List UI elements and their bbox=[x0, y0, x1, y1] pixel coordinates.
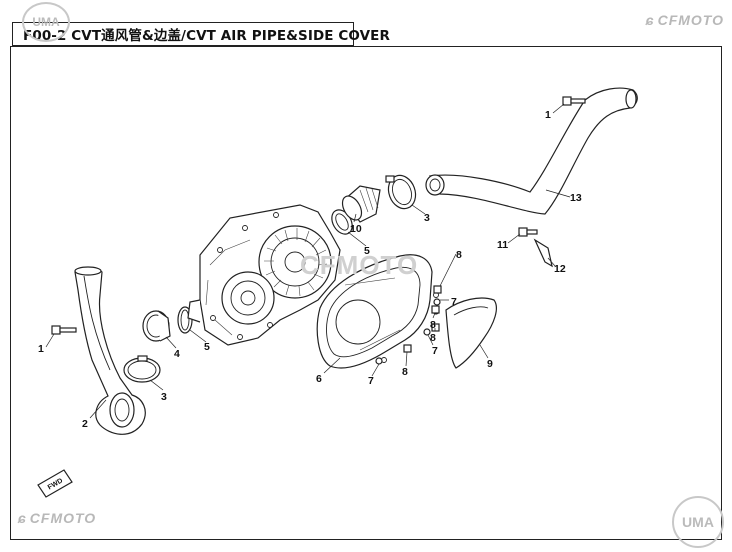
callout-10: 10 bbox=[350, 223, 362, 235]
callout-4: 4 bbox=[174, 348, 180, 360]
brand-watermark-center: CFMOTO bbox=[300, 250, 418, 281]
leader-lines bbox=[45, 103, 571, 419]
fwd-arrow-icon: FWD bbox=[37, 469, 73, 498]
callout-labels: 1 2 3 4 5 1 3 5 10 6 7 8 8 7 8 7 8 9 11 … bbox=[38, 109, 582, 430]
callout-13: 13 bbox=[570, 192, 582, 204]
callout-8-c: 8 bbox=[430, 332, 436, 344]
brand-logo-top: ɕ CFMOTO bbox=[646, 12, 724, 28]
part-cvt-housing bbox=[187, 204, 341, 346]
callout-7-a: 7 bbox=[451, 296, 457, 308]
callout-3-left: 3 bbox=[161, 391, 167, 403]
callout-7-c: 7 bbox=[368, 375, 374, 387]
callout-9: 9 bbox=[487, 358, 493, 370]
uma-logo-text-bottom: UMA bbox=[682, 514, 714, 530]
callout-11: 11 bbox=[497, 239, 508, 251]
callout-8-b: 8 bbox=[430, 319, 436, 331]
part-clamp-upper bbox=[385, 174, 417, 210]
brand-logo-text: CFMOTO bbox=[657, 12, 724, 28]
part-bolt-upper bbox=[562, 96, 586, 106]
brand-logo-text-bottom: CFMOTO bbox=[29, 510, 97, 526]
part-boot-left bbox=[142, 310, 171, 342]
brand-logo-bottom: ɕ CFMOTO bbox=[18, 510, 96, 526]
brand-swirl-icon-bottom: ɕ bbox=[18, 510, 27, 526]
part-bolt-11 bbox=[518, 227, 538, 237]
callout-8-d: 8 bbox=[402, 366, 408, 378]
uma-logo-text: UMA bbox=[32, 15, 60, 29]
callout-1-left: 1 bbox=[38, 343, 44, 355]
callout-12: 12 bbox=[554, 263, 566, 275]
callout-2: 2 bbox=[82, 418, 88, 430]
part-cover-plate bbox=[445, 297, 497, 369]
part-drain-valve bbox=[533, 238, 553, 268]
part-boot-upper bbox=[341, 185, 381, 223]
part-bolt-left bbox=[51, 325, 77, 335]
part-fasteners bbox=[375, 285, 442, 365]
callout-5-left: 5 bbox=[204, 341, 210, 353]
brand-watermark-text: CFMOTO bbox=[300, 250, 419, 280]
part-side-cover bbox=[316, 254, 439, 369]
part-air-pipe-upper bbox=[425, 87, 638, 215]
diagram-title: F00-2 CVT通风管&边盖/CVT AIR PIPE&SIDE COVER bbox=[23, 28, 390, 44]
brand-swirl-icon: ɕ bbox=[645, 12, 655, 28]
part-clamp-left bbox=[123, 355, 161, 383]
callout-8-a: 8 bbox=[456, 249, 462, 261]
callout-5-upper: 5 bbox=[364, 245, 370, 257]
callout-6: 6 bbox=[316, 373, 322, 385]
callout-7-b: 7 bbox=[432, 345, 438, 357]
title-box: F00-2 CVT通风管&边盖/CVT AIR PIPE&SIDE COVER bbox=[12, 22, 390, 46]
uma-logo-top: UMA bbox=[22, 2, 70, 42]
callout-3-upper: 3 bbox=[424, 212, 430, 224]
callout-1-upper: 1 bbox=[545, 109, 551, 121]
uma-logo-bottom: UMA bbox=[672, 496, 724, 548]
part-air-pipe-left bbox=[74, 266, 146, 435]
diagram-frame bbox=[10, 46, 722, 540]
